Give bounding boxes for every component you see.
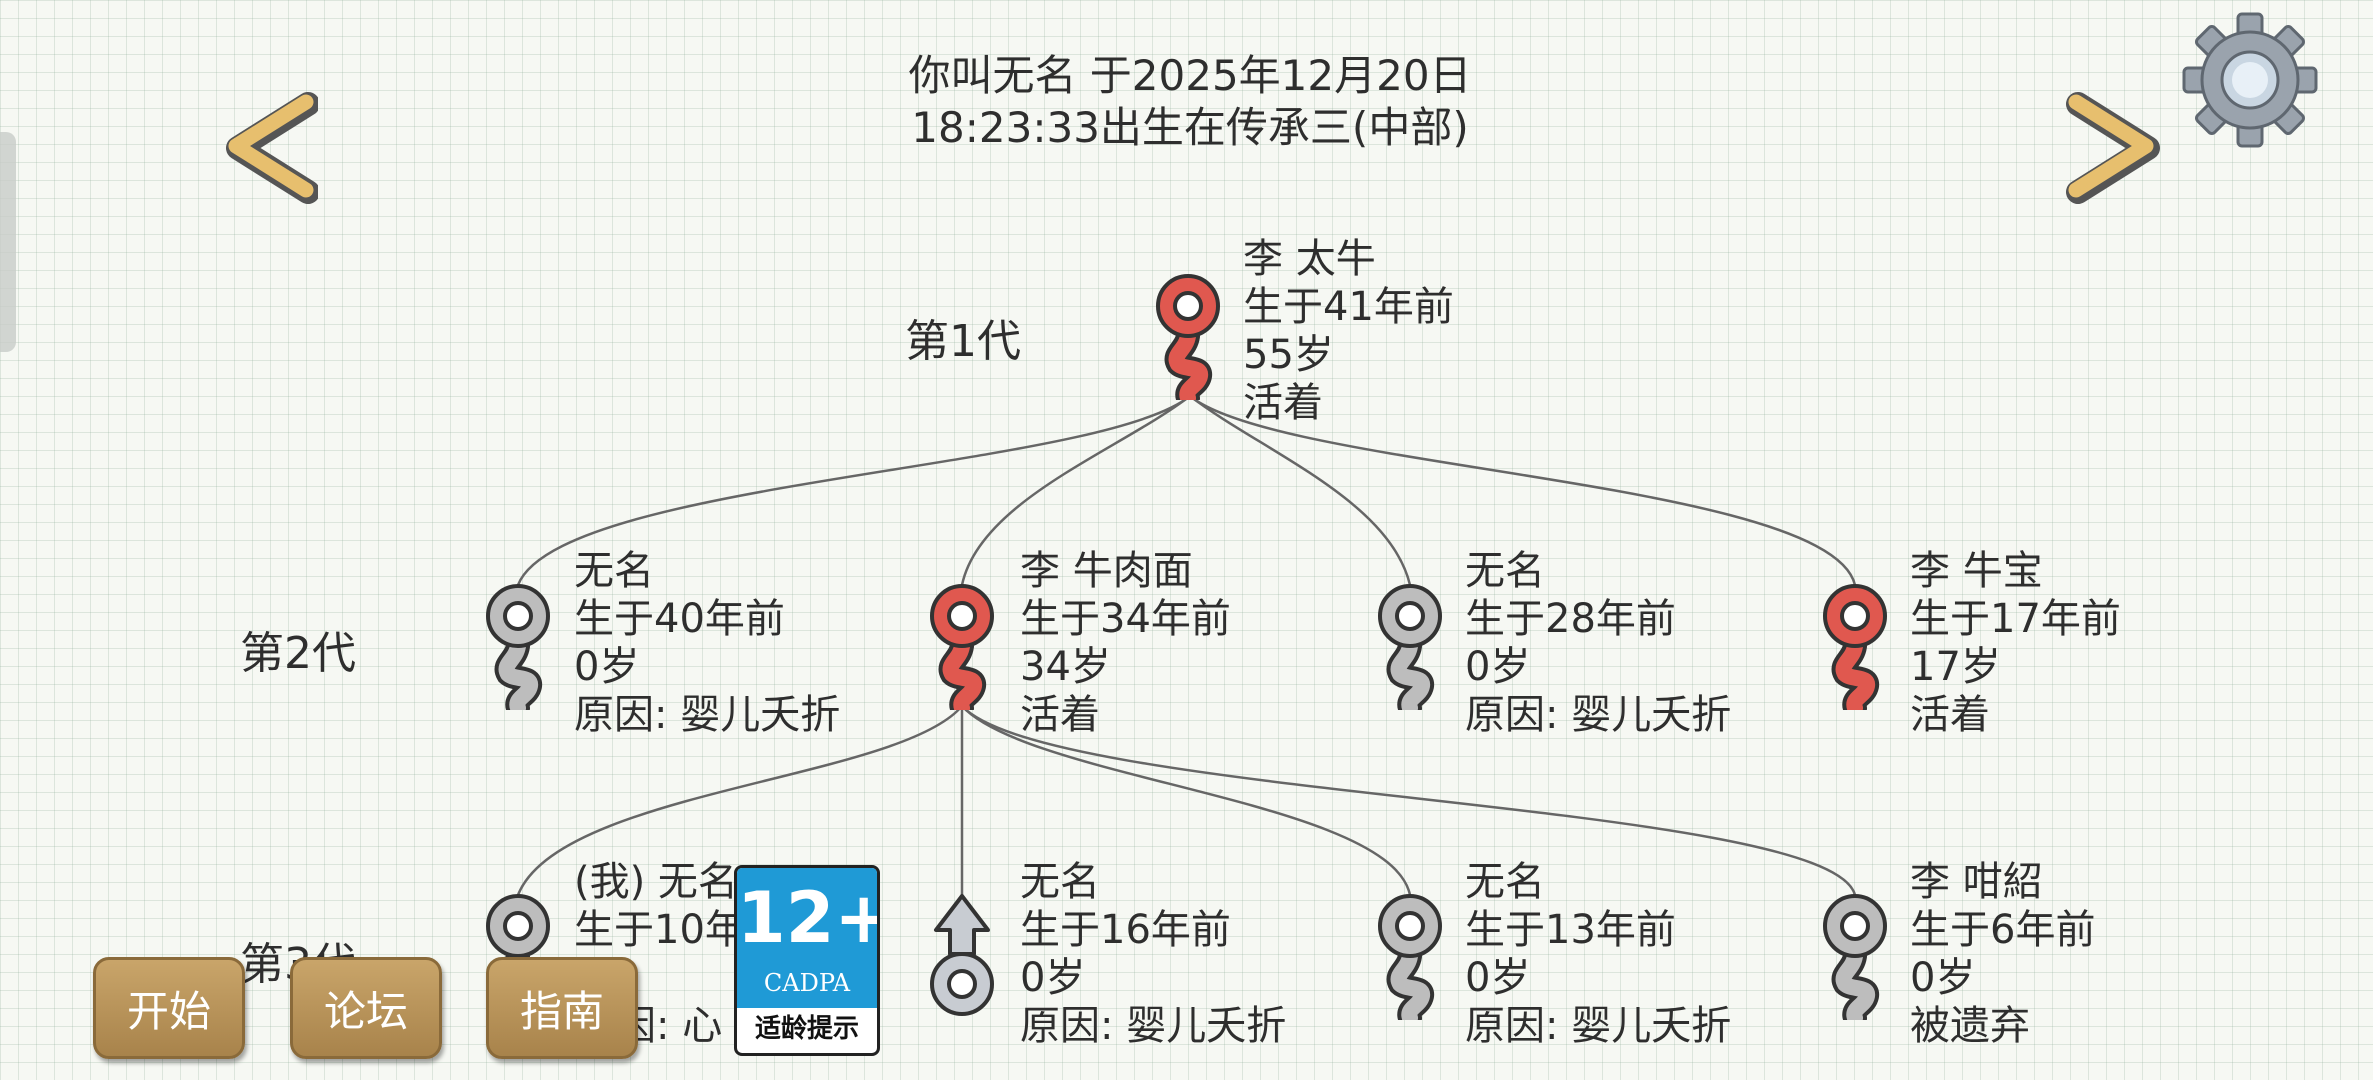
person-age: 34岁 — [1020, 644, 1111, 690]
person-birth: 生于17年前 — [1910, 596, 2121, 642]
person-age: 0岁 — [574, 644, 640, 690]
person-name: 无名 — [1465, 548, 1545, 594]
person-status: 活着 — [1020, 692, 1100, 738]
person-info-g1: 李 太牛 生于41年前 55岁 活着 — [1243, 235, 1454, 427]
person-info-g3b: 无名 生于16年前 0岁 原因: 婴儿夭折 — [1020, 858, 1286, 1050]
generation-label-1: 第1代 — [905, 316, 1021, 367]
person-status: 原因: 婴儿夭折 — [1465, 1003, 1732, 1049]
age-rating-badge: 12+ CADPA 适龄提示 — [734, 865, 880, 1056]
birth-info-line-1: 你叫无名 于2025年12月20日 — [908, 51, 1472, 100]
person-info-g2c: 无名 生于28年前 0岁 原因: 婴儿夭折 — [1465, 547, 1731, 739]
person-birth: 生于28年前 — [1465, 596, 1676, 642]
person-status: 原因: 婴儿夭折 — [1465, 692, 1732, 738]
person-birth: 生于40年前 — [574, 596, 785, 642]
person-age: 55岁 — [1243, 332, 1334, 378]
person-age: 0岁 — [1020, 955, 1086, 1001]
person-info-g3d: 李 咁紹 生于6年前 0岁 被遗弃 — [1910, 858, 2095, 1050]
person-age: 0岁 — [1465, 955, 1531, 1001]
guide-button[interactable]: 指南 — [486, 957, 638, 1059]
person-name: 李 咁紹 — [1910, 859, 2043, 905]
person-name: 李 牛肉面 — [1020, 548, 1193, 594]
person-name: 李 太牛 — [1243, 236, 1376, 282]
female-symbol-icon[interactable] — [478, 580, 558, 710]
age-rating-number: 12+ — [737, 877, 880, 959]
side-drawer-handle[interactable] — [0, 132, 16, 352]
age-rating-org: CADPA — [763, 969, 851, 997]
previous-arrow-icon[interactable] — [218, 90, 318, 206]
age-rating-caption: 适龄提示 — [754, 1014, 859, 1044]
female-symbol-icon[interactable] — [1370, 580, 1450, 710]
person-birth: 生于41年前 — [1243, 284, 1454, 330]
next-arrow-icon[interactable] — [2066, 90, 2166, 206]
person-name: 无名 — [1020, 859, 1100, 905]
person-birth: 生于6年前 — [1910, 907, 2096, 953]
person-name: 无名 — [1465, 859, 1545, 905]
forum-button[interactable]: 论坛 — [290, 957, 442, 1059]
female-symbol-icon[interactable] — [1815, 580, 1895, 710]
person-info-g2d: 李 牛宝 生于17年前 17岁 活着 — [1910, 547, 2121, 739]
person-info-g3a-self: (我) 无名 生于10年 因: 心 — [574, 858, 745, 1050]
female-symbol-icon[interactable] — [922, 580, 1002, 710]
female-symbol-icon[interactable] — [1148, 270, 1228, 400]
person-status: 被遗弃 — [1910, 1003, 2030, 1049]
person-birth: 生于10年 — [574, 907, 745, 953]
birth-info-header: 你叫无名 于2025年12月20日 18:23:33出生在传承三(中部) — [780, 50, 1600, 154]
person-birth: 生于34年前 — [1020, 596, 1231, 642]
person-age: 17岁 — [1910, 644, 2001, 690]
person-status: 原因: 婴儿夭折 — [1020, 1003, 1287, 1049]
person-name: (我) 无名 — [574, 859, 738, 905]
female-symbol-icon[interactable] — [1815, 890, 1895, 1020]
person-status: 活着 — [1910, 692, 1990, 738]
male-symbol-icon[interactable] — [922, 890, 1002, 1020]
person-status: 活着 — [1243, 380, 1323, 426]
person-age: 0岁 — [1465, 644, 1531, 690]
person-status: 原因: 婴儿夭折 — [574, 692, 841, 738]
person-info-g2b: 李 牛肉面 生于34年前 34岁 活着 — [1020, 547, 1231, 739]
person-name: 无名 — [574, 548, 654, 594]
birth-info-line-2: 18:23:33出生在传承三(中部) — [911, 103, 1469, 152]
person-age: 0岁 — [1910, 955, 1976, 1001]
person-birth: 生于13年前 — [1465, 907, 1676, 953]
settings-gear-icon[interactable] — [2180, 10, 2320, 150]
person-info-g3c: 无名 生于13年前 0岁 原因: 婴儿夭折 — [1465, 858, 1731, 1050]
female-symbol-icon[interactable] — [1370, 890, 1450, 1020]
start-button[interactable]: 开始 — [93, 957, 245, 1059]
person-birth: 生于16年前 — [1020, 907, 1231, 953]
person-name: 李 牛宝 — [1910, 548, 2043, 594]
person-info-g2a: 无名 生于40年前 0岁 原因: 婴儿夭折 — [574, 547, 840, 739]
generation-label-2: 第2代 — [240, 628, 356, 679]
